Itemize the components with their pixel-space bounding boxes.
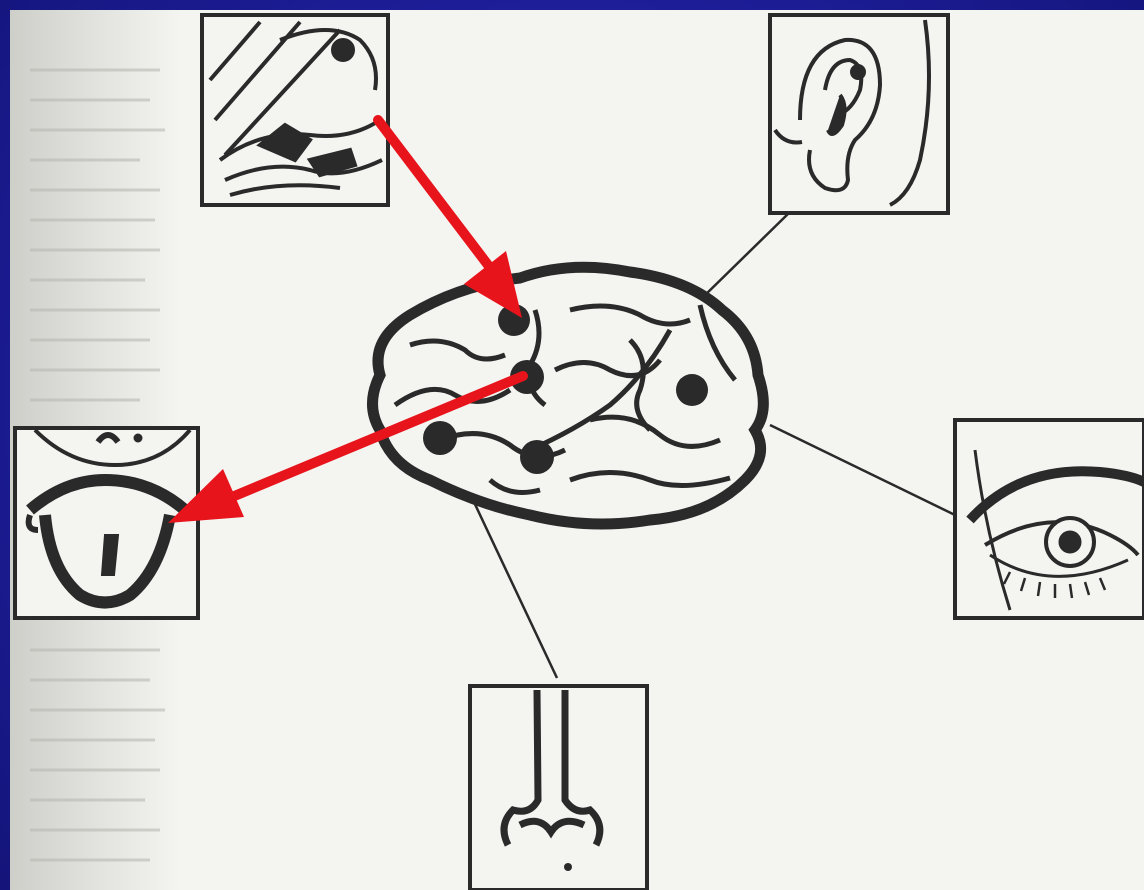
brain: [373, 267, 764, 524]
taste-panel: [15, 428, 198, 618]
brain-to-nose-line: [473, 500, 557, 678]
brain-to-eye-line: [770, 425, 955, 515]
brain-to-ear-line: [700, 210, 792, 300]
hearing-panel: [770, 15, 948, 213]
scanned-page: [10, 10, 1144, 890]
sight-panel: [955, 420, 1144, 618]
arrow-touch-to-brain: [378, 120, 522, 318]
senses-diagram: [10, 10, 1144, 890]
smell-panel: [470, 686, 647, 890]
touch-panel: [202, 15, 388, 205]
